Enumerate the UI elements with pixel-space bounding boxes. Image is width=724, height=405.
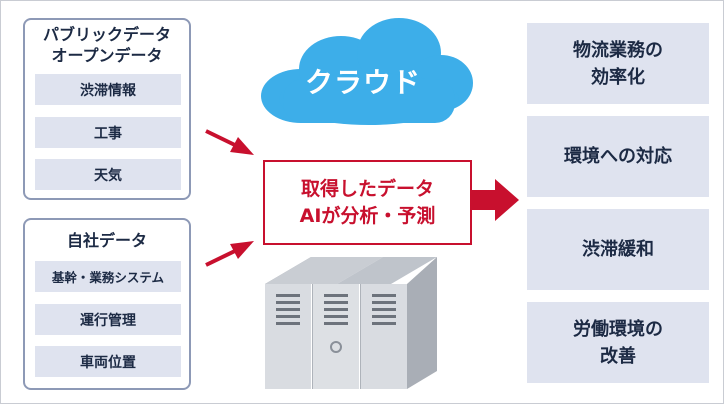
public-data-group: パブリックデータ オープンデータ 渋滞情報 工事 天気 [23, 18, 191, 200]
cloud-icon [261, 18, 473, 125]
source-item-core-systems: 基幹・業務システム [35, 261, 181, 292]
company-data-title: 自社データ [66, 231, 147, 250]
ai-box-line1: 取得したデータ [300, 177, 434, 200]
outcome-congestion-relief: 渋滞緩和 [527, 209, 709, 290]
outcome-environment: 環境への対応 [527, 116, 709, 197]
source-item-weather: 天気 [35, 159, 181, 190]
arrow-company-to-ai [205, 241, 254, 267]
source-item-construction: 工事 [35, 117, 181, 148]
arrow-public-to-ai [205, 129, 254, 155]
source-item-operation-management: 運行管理 [35, 304, 181, 335]
public-data-title-line1: パブリックデータ [42, 25, 171, 44]
outcome-logistics-efficiency: 物流業務の 効率化 [527, 23, 709, 104]
ai-analysis-box: 取得したデータ AIが分析・予測 [263, 160, 472, 245]
outcome-work-environment: 労働環境の 改善 [527, 302, 709, 383]
source-item-vehicle-location: 車両位置 [35, 346, 181, 377]
arrow-ai-to-outcomes [469, 179, 519, 221]
server-rack-icon [265, 257, 437, 389]
company-data-group: 自社データ 基幹・業務システム 運行管理 車両位置 [23, 218, 191, 390]
cloud-label: クラウド [304, 66, 421, 99]
ai-box-line2: AIが分析・予測 [299, 204, 436, 227]
public-data-title-line2: オープンデータ [51, 46, 163, 65]
source-item-traffic-info: 渋滞情報 [35, 74, 181, 105]
